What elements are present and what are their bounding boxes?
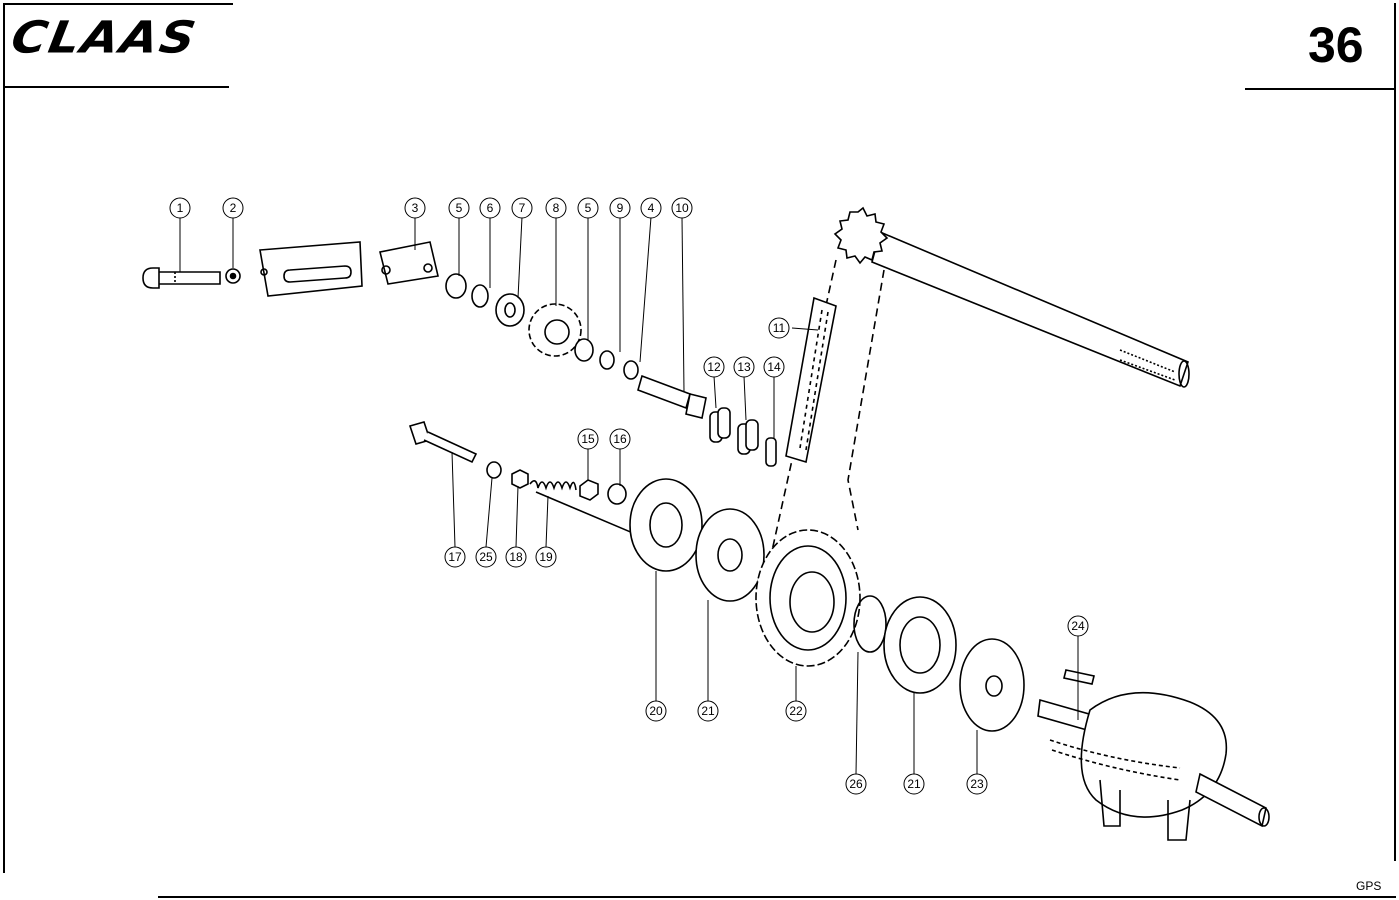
part-spring-19	[529, 480, 577, 491]
callout-label: 17	[448, 550, 462, 564]
page-number: 36	[1308, 17, 1364, 73]
part-friction-disc-21	[695, 508, 765, 602]
callout-label: 8	[553, 201, 560, 215]
callout-label: 12	[707, 360, 721, 374]
callout-label: 20	[649, 704, 663, 718]
callout-label: 5	[456, 201, 463, 215]
part-bushing-5b	[574, 338, 594, 362]
callout-label: 15	[581, 432, 595, 446]
part-pin-10	[637, 374, 707, 419]
callout-label: 2	[230, 201, 237, 215]
bottom-rule	[158, 896, 1396, 898]
callout-circles	[169, 197, 1089, 795]
part-tensioner-block-3	[379, 241, 439, 285]
callout-label: 18	[509, 550, 523, 564]
leader-lines	[179, 216, 1079, 775]
callout-label: 24	[1071, 619, 1085, 633]
part-snap-ring-26	[853, 595, 887, 653]
callout-label: 16	[613, 432, 627, 446]
part-bearing-7	[495, 293, 525, 327]
callout-label: 9	[617, 201, 624, 215]
callout-label: 1	[177, 201, 184, 215]
callout-label: 5	[585, 201, 592, 215]
part-key-24	[1063, 669, 1095, 685]
part-washer-16	[607, 483, 627, 505]
part-pressure-plate-20	[629, 478, 703, 572]
part-circlip-6	[471, 284, 489, 308]
part-chain-link-13	[737, 419, 759, 455]
part-idler-sprocket-8	[528, 303, 582, 357]
part-nut-18	[511, 469, 529, 489]
roller-chain	[785, 296, 837, 464]
part-chain-link-14	[765, 437, 777, 467]
callout-label: 6	[487, 201, 494, 215]
part-washer-9	[599, 350, 615, 370]
part-clutch-sprocket-22	[755, 529, 861, 667]
chain-path	[769, 259, 885, 561]
callout-label: 22	[789, 704, 803, 718]
part-hub-23	[959, 638, 1025, 732]
page-number-rule	[1245, 88, 1395, 90]
callout-label: 4	[648, 201, 655, 215]
part-nut-15	[579, 479, 599, 501]
frame-top-border	[3, 3, 233, 5]
callout-label: 23	[970, 777, 984, 791]
part-bushing-5	[445, 273, 467, 299]
frame-left-border	[3, 3, 5, 873]
part-bolt-1	[142, 267, 221, 289]
callout-label: 7	[519, 201, 526, 215]
callout-label: 10	[675, 201, 689, 215]
callout-label: 14	[767, 360, 781, 374]
top-sprocket	[833, 206, 889, 265]
part-chain-link-12	[709, 407, 731, 443]
callout-label: 3	[412, 201, 419, 215]
callout-labels: 1 2 3 5 6 7 8 5 9 4 10 11 12 13 14 15 16…	[177, 201, 1085, 791]
callout-label: 25	[479, 550, 493, 564]
callout-label: 21	[907, 777, 921, 791]
part-friction-disc-21b	[883, 596, 957, 694]
logo-rule	[3, 86, 229, 88]
frame-right-border	[1394, 3, 1396, 861]
callout-label: 19	[539, 550, 553, 564]
part-bolt-17	[408, 421, 478, 464]
callout-label: 13	[737, 360, 751, 374]
part-washer-25	[486, 461, 502, 479]
part-tensioner-bracket	[259, 241, 363, 297]
gearbox	[1037, 691, 1270, 841]
part-ring-4	[623, 360, 639, 380]
callout-label: 11	[773, 321, 786, 335]
drive-shaft	[871, 230, 1190, 388]
callout-label: 21	[701, 704, 715, 718]
callout-label: 26	[849, 777, 863, 791]
footer-code: GPS	[1356, 879, 1382, 893]
